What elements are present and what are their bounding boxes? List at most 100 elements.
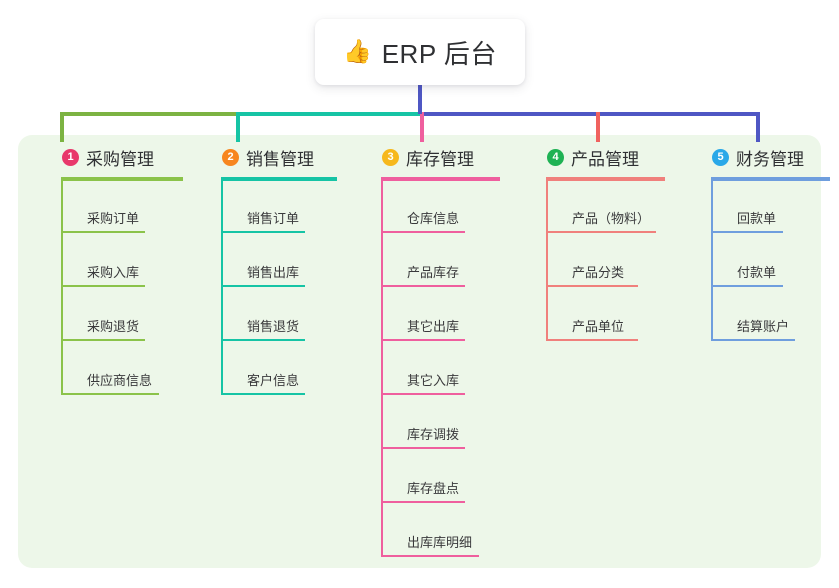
item-stem	[381, 341, 383, 395]
root-node-content: 👍 ERP 后台	[343, 34, 497, 71]
drop-sales	[236, 112, 240, 142]
item-stem	[61, 179, 63, 233]
item-label: 付款单	[737, 265, 777, 280]
drop-inventory	[420, 112, 424, 142]
item-stem	[546, 179, 548, 233]
thumbs-up-icon: 👍	[343, 37, 372, 64]
item-label: 回款单	[737, 211, 777, 226]
column-rule-purchase	[61, 177, 183, 181]
item-label: 采购订单	[87, 211, 140, 226]
item-label: 其它出库	[407, 319, 460, 334]
item-label: 销售退货	[247, 319, 300, 334]
item-rule	[381, 393, 465, 395]
item-label: 销售订单	[247, 211, 300, 226]
column-rule-inventory	[381, 177, 500, 181]
item-label: 库存调拨	[407, 427, 460, 442]
item-rule	[61, 231, 145, 233]
number-badge-finance: 5	[712, 148, 729, 166]
column-header-finance[interactable]: 5 财务管理	[690, 146, 839, 169]
item-label: 采购入库	[87, 265, 140, 280]
item-label: 仓库信息	[407, 211, 460, 226]
item-stem	[381, 395, 383, 449]
item-rule	[221, 339, 305, 341]
item-label: 供应商信息	[87, 373, 153, 388]
item-label: 产品单位	[572, 319, 625, 334]
item-rule	[711, 285, 783, 287]
item-rule	[381, 447, 465, 449]
item-rule	[546, 285, 638, 287]
column-header-product[interactable]: 4 产品管理	[525, 146, 685, 169]
column-title-finance: 财务管理	[736, 149, 804, 169]
bus-teal	[236, 112, 420, 116]
drop-purchase	[60, 112, 64, 142]
column-inventory: 3 库存管理仓库信息产品库存其它出库其它入库库存调拨库存盘点出库库明细	[360, 146, 520, 557]
item-rule	[381, 231, 465, 233]
item-stem	[711, 287, 713, 341]
item-stem	[61, 287, 63, 341]
item-rule	[711, 339, 795, 341]
column-title-purchase: 采购管理	[86, 149, 154, 169]
item-rule	[711, 231, 783, 233]
column-header-inventory[interactable]: 3 库存管理	[360, 146, 520, 169]
column-title-product: 产品管理	[571, 149, 639, 169]
column-rule-finance	[711, 177, 830, 181]
item-label: 产品（物料）	[572, 211, 651, 226]
item-label: 客户信息	[247, 373, 300, 388]
item-rule	[546, 339, 638, 341]
content-panel	[18, 135, 821, 568]
number-badge-inventory: 3	[382, 148, 399, 166]
item-rule	[221, 285, 305, 287]
item-stem	[381, 233, 383, 287]
drop-finance	[756, 112, 760, 142]
item-stem	[546, 287, 548, 341]
item-stem	[221, 341, 223, 395]
column-title-sales: 销售管理	[246, 149, 314, 169]
item-label: 其它入库	[407, 373, 460, 388]
number-badge-product: 4	[547, 148, 564, 166]
item-rule	[546, 231, 656, 233]
item-rule	[61, 339, 145, 341]
item-rule	[381, 285, 465, 287]
item-stem	[711, 233, 713, 287]
item-rule	[381, 339, 465, 341]
item-stem	[61, 341, 63, 395]
item-label: 产品库存	[407, 265, 460, 280]
item-label: 采购退货	[87, 319, 140, 334]
root-node-card[interactable]: 👍 ERP 后台	[315, 19, 525, 85]
item-stem	[381, 503, 383, 557]
item-rule	[381, 555, 479, 557]
number-badge-purchase: 1	[62, 148, 79, 166]
item-label: 产品分类	[572, 265, 625, 280]
item-label: 销售出库	[247, 265, 300, 280]
item-stem	[221, 179, 223, 233]
column-product: 4 产品管理产品（物料） 产品分类产品单位	[525, 146, 685, 341]
page-title: ERP 后台	[381, 38, 497, 69]
item-stem	[711, 179, 713, 233]
column-finance: 5 财务管理回款单付款单结算账户	[690, 146, 839, 341]
number-badge-sales: 2	[222, 148, 239, 166]
column-title-inventory: 库存管理	[406, 149, 474, 169]
item-stem	[221, 233, 223, 287]
item-stem	[381, 287, 383, 341]
bus-green	[60, 112, 236, 116]
item-stem	[546, 233, 548, 287]
item-label: 结算账户	[737, 319, 790, 334]
column-rule-product	[546, 177, 665, 181]
item-rule	[221, 231, 305, 233]
column-purchase: 1 采购管理采购订单采购入库采购退货供应商信息	[40, 146, 200, 395]
item-stem	[61, 233, 63, 287]
item-stem	[221, 287, 223, 341]
item-rule	[381, 501, 465, 503]
column-header-purchase[interactable]: 1 采购管理	[40, 146, 200, 169]
column-header-sales[interactable]: 2 销售管理	[200, 146, 360, 169]
root-trunk-connector	[418, 85, 422, 114]
item-label: 出库库明细	[407, 535, 473, 550]
item-label: 库存盘点	[407, 481, 460, 496]
item-rule	[61, 393, 159, 395]
item-stem	[381, 179, 383, 233]
item-rule	[61, 285, 145, 287]
column-sales: 2 销售管理销售订单销售出库销售退货客户信息	[200, 146, 360, 395]
bus-blue	[420, 112, 760, 116]
item-stem	[381, 449, 383, 503]
